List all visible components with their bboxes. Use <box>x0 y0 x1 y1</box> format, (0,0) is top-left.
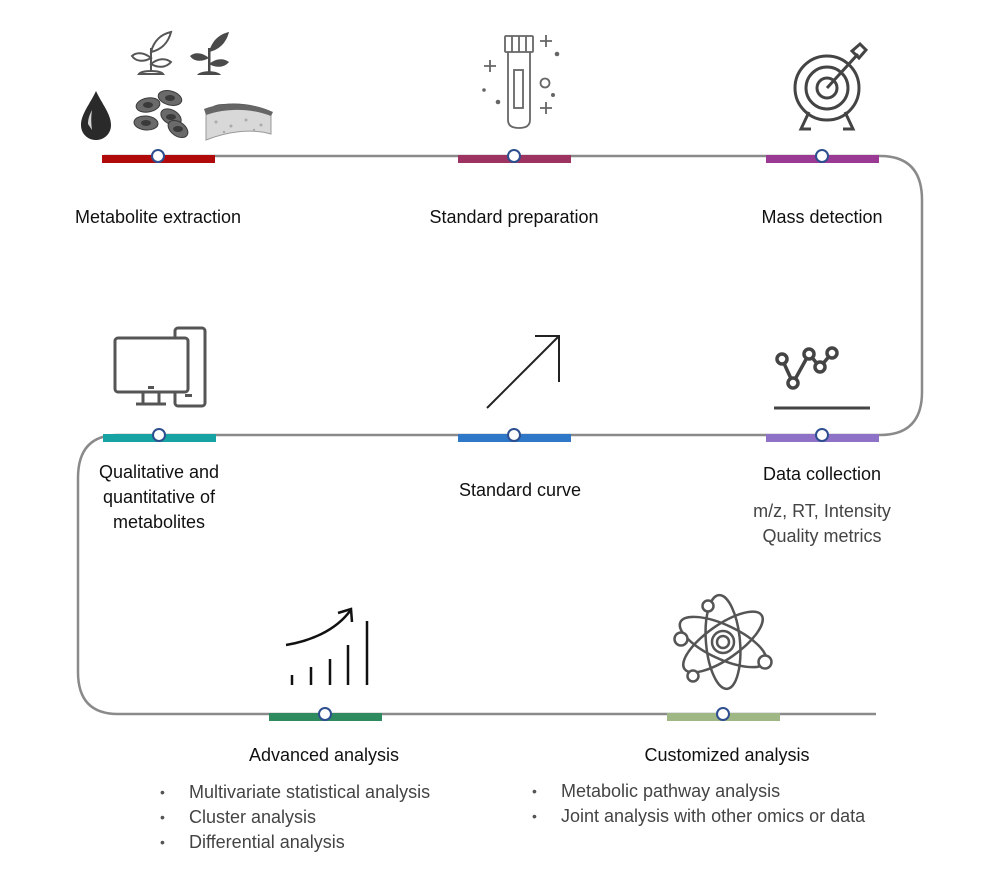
list-item: •Cluster analysis <box>160 805 430 830</box>
plant-outline-icon <box>130 30 173 75</box>
step-label-qualitative-line-2: quantitative of <box>102 487 216 507</box>
step-label-data-collection: Data collection <box>762 464 882 484</box>
list-item: •Joint analysis with other omics or data <box>532 804 865 829</box>
tissue-icon <box>204 103 273 141</box>
diagonal-arrow-icon <box>486 335 560 409</box>
list-item: •Multivariate statistical analysis <box>160 780 430 805</box>
atom-icon <box>673 593 773 691</box>
step-node-standard-preparation <box>507 149 521 163</box>
cells-icon <box>133 90 189 139</box>
step-label-customized-analysis: Customized analysis <box>644 745 810 765</box>
bullet-icon: • <box>532 808 537 824</box>
list-item: •Metabolic pathway analysis <box>532 779 865 804</box>
step-node-standard-curve <box>507 428 521 442</box>
step-label-qualitative-line-1: Qualitative and <box>98 462 220 482</box>
data-collection-detail-2: Quality metrics <box>762 526 882 546</box>
list-item: •Differential analysis <box>160 830 430 855</box>
step-node-mass-detection <box>815 149 829 163</box>
plant-solid-icon <box>190 32 229 75</box>
advanced-analysis-list: •Multivariate statistical analysis •Clus… <box>160 780 430 855</box>
computer-icon <box>113 326 207 408</box>
step-node-customized-analysis <box>716 707 730 721</box>
sample-types-icon <box>81 30 273 141</box>
step-label-mass-detection: Mass detection <box>761 207 883 227</box>
step-label-qualitative-line-3: metabolites <box>112 512 206 532</box>
step-label-standard-preparation: Standard preparation <box>429 207 599 227</box>
step-node-qualitative-quantitative <box>152 428 166 442</box>
bullet-icon: • <box>160 784 165 800</box>
step-label-advanced-analysis: Advanced analysis <box>248 745 400 765</box>
step-node-metabolite-extraction <box>151 149 165 163</box>
data-collection-detail-1: m/z, RT, Intensity <box>753 501 891 521</box>
step-label-standard-curve: Standard curve <box>458 480 582 500</box>
customized-analysis-list: •Metabolic pathway analysis •Joint analy… <box>532 779 865 829</box>
step-node-data-collection <box>815 428 829 442</box>
drop-icon <box>81 91 111 140</box>
target-icon <box>793 41 869 131</box>
test-tube-icon <box>482 35 560 129</box>
bullet-icon: • <box>160 809 165 825</box>
step-node-advanced-analysis <box>318 707 332 721</box>
growth-chart-icon <box>285 607 369 685</box>
bullet-icon: • <box>160 834 165 850</box>
bullet-icon: • <box>532 783 537 799</box>
step-label-metabolite-extraction: Metabolite extraction <box>74 207 242 227</box>
line-chart-icon <box>774 346 870 410</box>
